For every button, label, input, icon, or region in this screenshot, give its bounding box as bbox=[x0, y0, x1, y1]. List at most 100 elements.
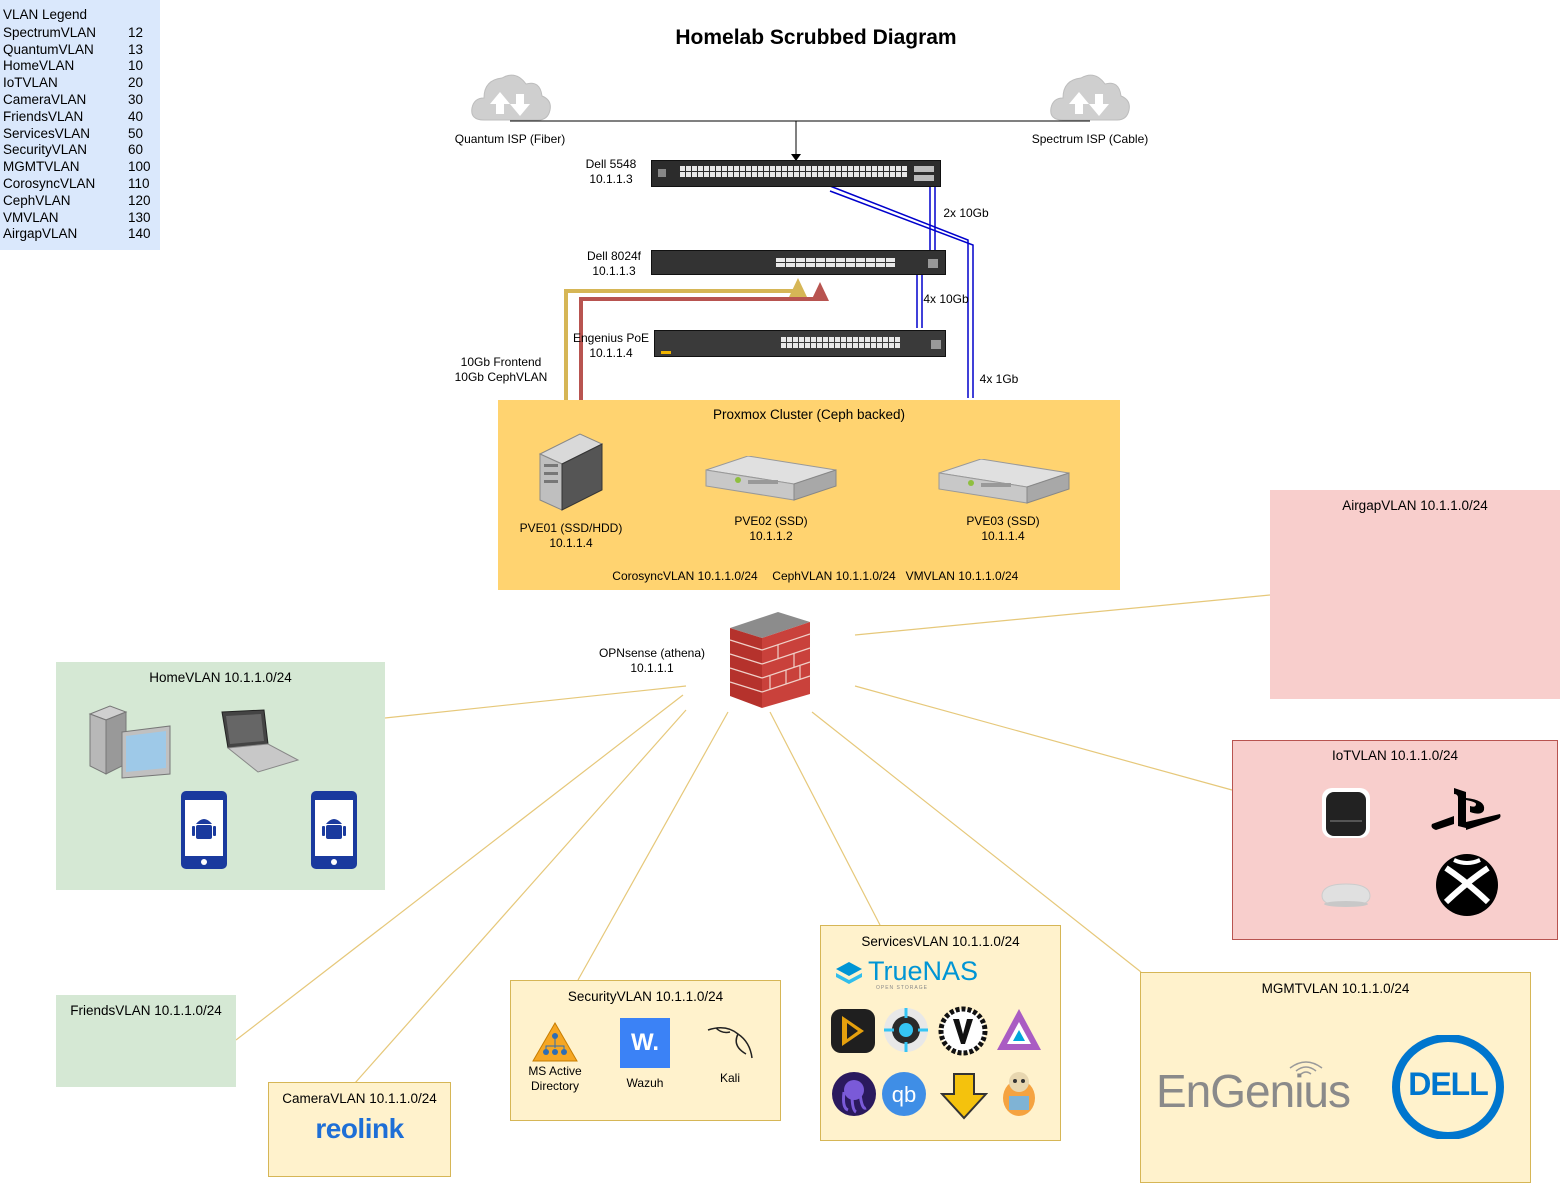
link-services bbox=[769, 711, 881, 926]
uplink-4x1gb-b bbox=[829, 190, 974, 398]
legend-row: QuantumVLAN 13 bbox=[3, 42, 153, 59]
friends-vlan-title: FriendsVLAN 10.1.1.0/24 bbox=[70, 1003, 222, 1018]
ceph-link-label: 10Gb CephVLAN bbox=[454, 370, 548, 384]
legend-vlan-id: 110 bbox=[128, 176, 150, 191]
legend-row: IoTVLAN 20 bbox=[3, 75, 153, 92]
camera-vlan-title: CameraVLAN 10.1.1.0/24 bbox=[282, 1091, 437, 1106]
vaultwarden-icon bbox=[938, 1006, 988, 1056]
overseerr-icon bbox=[832, 1072, 876, 1116]
legend-vlan-id: 20 bbox=[128, 75, 144, 90]
legend-vlan-id: 100 bbox=[128, 159, 151, 174]
legend-vlan-name: SecurityVLAN bbox=[3, 142, 88, 157]
legend-vlan-name: CephVLAN bbox=[3, 193, 71, 208]
dell5548-ip: 10.1.1.3 bbox=[589, 172, 633, 186]
jellyfin-icon bbox=[997, 1009, 1041, 1050]
ceph-link bbox=[579, 297, 822, 425]
legend-vlan-id: 13 bbox=[128, 42, 144, 57]
ad-label: MS Active Directory bbox=[528, 1064, 582, 1093]
pve01-ip: 10.1.1.4 bbox=[549, 536, 593, 550]
switch-port-bank bbox=[781, 337, 901, 348]
link-security bbox=[577, 711, 729, 981]
link-friends bbox=[235, 694, 684, 1041]
dell5548-switch bbox=[651, 160, 941, 187]
link-4x10gb-label: 4x 10Gb bbox=[923, 292, 969, 306]
playstation-icon bbox=[1431, 788, 1501, 830]
spectrum-isp-label: Spectrum ISP (Cable) bbox=[1031, 132, 1149, 146]
truenas-icon bbox=[836, 962, 862, 984]
frontend-arrow bbox=[789, 278, 807, 297]
legend-vlan-name: HomeVLAN bbox=[3, 58, 75, 73]
rack-server-icon bbox=[938, 459, 1070, 504]
server-tower-icon bbox=[538, 433, 604, 511]
kali-label: Kali bbox=[719, 1071, 740, 1085]
frontend-link bbox=[564, 289, 800, 432]
legend-row: CameraVLAN 30 bbox=[3, 92, 153, 109]
ceph-vlan-label: CephVLAN 10.1.1.0/24 bbox=[772, 569, 896, 583]
firewall-ip: 10.1.1.1 bbox=[630, 661, 674, 675]
download-arrow-icon bbox=[940, 1073, 988, 1120]
link-iot bbox=[854, 685, 1233, 791]
legend-row: CephVLAN 120 bbox=[3, 193, 153, 210]
link-airgap bbox=[854, 594, 1271, 636]
rack-server-icon bbox=[705, 456, 837, 501]
firewall-name: OPNsense (athena) bbox=[598, 646, 706, 660]
security-vlan-title: SecurityVLAN 10.1.1.0/24 bbox=[567, 989, 724, 1004]
proxmox-cluster-title: Proxmox Cluster (Ceph backed) bbox=[712, 407, 906, 422]
laptop-icon bbox=[221, 709, 300, 773]
dell5548-name: Dell 5548 bbox=[585, 157, 637, 171]
diagram-title: Homelab Scrubbed Diagram bbox=[675, 26, 957, 49]
vm-vlan-label: VMVLAN 10.1.1.0/24 bbox=[905, 569, 1019, 583]
home-vlan-title: HomeVLAN 10.1.1.0/24 bbox=[149, 670, 292, 685]
switch-port-bank bbox=[680, 166, 912, 177]
truenas-subtitle: OPEN STORAGE bbox=[876, 985, 928, 991]
link-camera bbox=[354, 709, 687, 1084]
android-phone-icon bbox=[311, 791, 357, 869]
wazuh-label: Wazuh bbox=[626, 1076, 664, 1090]
link-4x1gb-label: 4x 1Gb bbox=[979, 372, 1019, 386]
truenas-logo: TrueNAS bbox=[868, 956, 979, 986]
desktop-icon bbox=[88, 705, 171, 779]
legend-vlan-id: 12 bbox=[128, 25, 144, 40]
legend-row: SpectrumVLAN 12 bbox=[3, 25, 153, 42]
dell8024f-ip: 10.1.1.3 bbox=[592, 264, 636, 278]
qbittorrent-icon: qb bbox=[882, 1072, 926, 1116]
pve03-name: PVE03 (SSD) bbox=[966, 514, 1040, 528]
iot-vlan-zone: IoTVLAN 10.1.1.0/24 bbox=[1232, 740, 1558, 940]
engenius-switch-ip: 10.1.1.4 bbox=[589, 346, 633, 360]
frontend-link-label: 10Gb Frontend bbox=[460, 355, 542, 369]
mascot-icon bbox=[1003, 1072, 1035, 1116]
legend-vlan-id: 120 bbox=[128, 193, 151, 208]
legend-vlan-id: 30 bbox=[128, 92, 144, 107]
active-directory-icon bbox=[532, 1022, 578, 1062]
uplink-4x1gb-a bbox=[829, 185, 969, 398]
legend-vlan-name: SpectrumVLAN bbox=[3, 25, 97, 40]
isp-arrow bbox=[791, 154, 801, 161]
legend-vlan-name: CameraVLAN bbox=[3, 92, 87, 107]
legend-vlan-id: 140 bbox=[128, 226, 151, 241]
friends-vlan-zone: FriendsVLAN 10.1.1.0/24 bbox=[56, 995, 236, 1087]
dell8024f-switch bbox=[651, 250, 946, 275]
android-phone-icon bbox=[181, 791, 227, 869]
legend-vlan-name: IoTVLAN bbox=[3, 75, 58, 90]
xbox-icon bbox=[1436, 854, 1498, 916]
switch-sfp-port bbox=[914, 175, 934, 181]
legend-vlan-name: QuantumVLAN bbox=[3, 42, 94, 57]
legend-row: MGMTVLAN 100 bbox=[3, 159, 153, 176]
smart-speaker-mini-icon bbox=[1321, 883, 1371, 907]
airgap-vlan-zone: AirgapVLAN 10.1.1.0/24 bbox=[1270, 490, 1560, 699]
engenius-switch bbox=[654, 330, 946, 357]
quantum-isp-label: Quantum ISP (Fiber) bbox=[454, 132, 566, 146]
kali-dragon-icon bbox=[707, 1027, 753, 1059]
legend-vlan-name: MGMTVLAN bbox=[3, 159, 80, 174]
mgmt-vlan-zone: MGMTVLAN 10.1.1.0/24 bbox=[1140, 972, 1531, 1183]
legend-heading: VLAN Legend bbox=[3, 7, 88, 22]
legend-vlan-name: ServicesVLAN bbox=[3, 126, 91, 141]
svg-text:qb: qb bbox=[892, 1082, 916, 1107]
dell-logo-text: DELL bbox=[1408, 1066, 1489, 1102]
dell8024f-name: Dell 8024f bbox=[586, 249, 642, 263]
